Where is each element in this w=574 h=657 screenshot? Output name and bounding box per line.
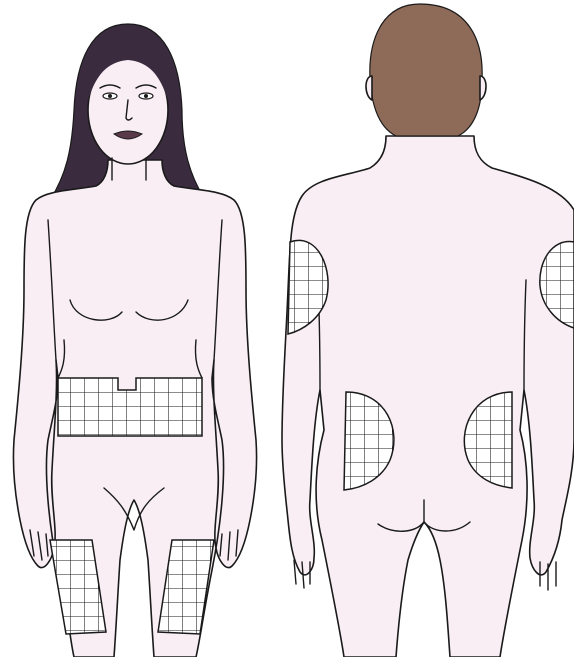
back-hair <box>370 4 482 136</box>
back-figure <box>282 4 574 657</box>
back-left-ear <box>366 76 372 100</box>
front-figure <box>13 24 256 657</box>
back-right-ear <box>480 76 486 100</box>
back-body <box>282 136 574 657</box>
